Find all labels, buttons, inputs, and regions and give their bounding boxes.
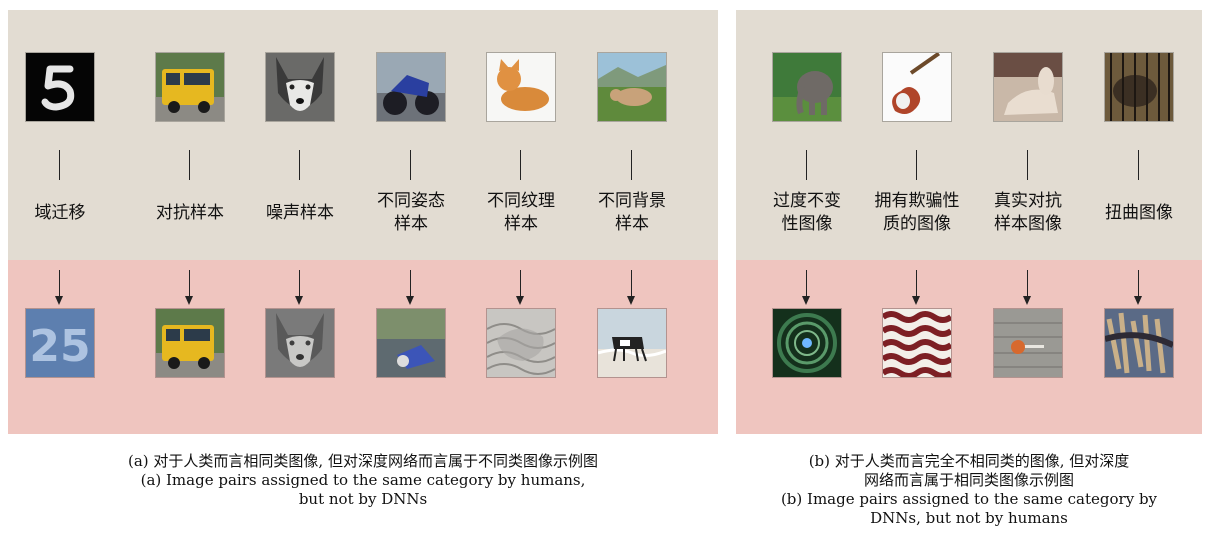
- top-image-digit: [26, 53, 94, 121]
- caption-b-chinese-line2: 网络而言属于相同类图像示例图: [863, 471, 1074, 489]
- arrow-down-icon: [1023, 296, 1031, 305]
- bottom-image-husky-noisy: [266, 309, 334, 377]
- bottom-image-circular-pattern: [773, 309, 841, 377]
- caption-a: (a) 对于人类而言相同类图像, 但对深度网络而言属于不同类图像示例图 (a) …: [8, 452, 718, 509]
- bottom-image-cow-beach: [598, 309, 666, 377]
- top-image-husky: [266, 53, 334, 121]
- top-image-motorcycle: [377, 53, 445, 121]
- connector-line: [410, 150, 411, 180]
- arrow-line: [520, 270, 521, 302]
- column-texture: 不同纹理 样本: [473, 10, 569, 434]
- arrow-line: [916, 270, 917, 302]
- column-natural-adversarial: 真实对抗 样本图像: [980, 10, 1076, 434]
- connector-line: [1027, 150, 1028, 180]
- column-noise: 噪声样本: [252, 10, 348, 434]
- column-pose: 不同姿态 样本: [363, 10, 459, 434]
- bottom-image-bus: [156, 309, 224, 377]
- arrow-line: [299, 270, 300, 302]
- panel-b-human-band: [736, 10, 1202, 260]
- label-natural-adversarial: 真实对抗 样本图像: [994, 191, 1062, 234]
- top-image-blurry-object: [994, 53, 1062, 121]
- caption-b: (b) 对于人类而言完全不相同类的图像, 但对深度 网络而言属于相同类图像示例图…: [736, 452, 1202, 528]
- arrow-line: [1138, 270, 1139, 302]
- connector-line: [1138, 150, 1139, 180]
- top-image-elephant: [773, 53, 841, 121]
- arrow-line: [631, 270, 632, 302]
- top-image-fenced-animal: [1105, 53, 1173, 121]
- arrow-line: [410, 270, 411, 302]
- label-distorted: 扭曲图像: [1105, 203, 1173, 223]
- caption-b-english-line2: DNNs, but not by humans: [870, 509, 1068, 527]
- connector-line: [806, 150, 807, 180]
- arrow-line: [806, 270, 807, 302]
- panel-a: 域迁移 25 对抗样本: [8, 10, 718, 434]
- column-fooling: 拥有欺骗性 质的图像: [869, 10, 965, 434]
- arrow-line: [189, 270, 190, 302]
- arrow-down-icon: [627, 296, 635, 305]
- label-noise: 噪声样本: [266, 203, 334, 223]
- arrow-down-icon: [802, 296, 810, 305]
- connector-line: [520, 150, 521, 180]
- bottom-image-mushroom: [994, 309, 1062, 377]
- svg-text:25: 25: [29, 321, 90, 372]
- bottom-image-wavy-stripes: [883, 309, 951, 377]
- connector-line: [59, 150, 60, 180]
- arrow-down-icon: [516, 296, 524, 305]
- arrow-line: [1027, 270, 1028, 302]
- caption-a-english-line1: (a) Image pairs assigned to the same cat…: [140, 471, 586, 489]
- column-over-invariance: 过度不变 性图像: [759, 10, 855, 434]
- arrow-down-icon: [185, 296, 193, 305]
- bottom-image-house-number: 25: [26, 309, 94, 377]
- label-fooling: 拥有欺骗性 质的图像: [874, 191, 960, 234]
- bottom-image-distorted: [1105, 309, 1173, 377]
- label-texture: 不同纹理 样本: [487, 191, 555, 234]
- panel-a-human-band: [8, 10, 718, 260]
- caption-b-english-line1: (b) Image pairs assigned to the same cat…: [780, 490, 1158, 508]
- arrow-down-icon: [55, 296, 63, 305]
- connector-line: [299, 150, 300, 180]
- caption-a-chinese: (a) 对于人类而言相同类图像, 但对深度网络而言属于不同类图像示例图: [128, 452, 598, 470]
- arrow-down-icon: [912, 296, 920, 305]
- connector-line: [631, 150, 632, 180]
- top-image-bus: [156, 53, 224, 121]
- connector-line: [916, 150, 917, 180]
- column-adversarial: 对抗样本: [142, 10, 238, 434]
- caption-a-english-line2: but not by DNNs: [298, 490, 428, 508]
- arrow-down-icon: [1134, 296, 1142, 305]
- arrow-down-icon: [295, 296, 303, 305]
- panel-b: 过度不变 性图像 拥有欺骗性 质的图像: [736, 10, 1202, 434]
- label-background: 不同背景 样本: [598, 191, 666, 234]
- label-adversarial: 对抗样本: [156, 203, 224, 223]
- caption-b-chinese-line1: (b) 对于人类而言完全不相同类的图像, 但对深度: [808, 452, 1130, 470]
- top-image-cow: [598, 53, 666, 121]
- top-image-guitar: [883, 53, 951, 121]
- label-over-invariance: 过度不变 性图像: [773, 191, 841, 234]
- bottom-image-crashed-motorcycle: [377, 309, 445, 377]
- label-domain-shift: 域迁移: [34, 203, 86, 223]
- column-domain-shift: 域迁移 25: [12, 10, 108, 434]
- connector-line: [189, 150, 190, 180]
- bottom-image-texture-cat: [487, 309, 555, 377]
- arrow-line: [59, 270, 60, 302]
- column-distorted: 扭曲图像: [1091, 10, 1187, 434]
- top-image-cat: [487, 53, 555, 121]
- arrow-down-icon: [406, 296, 414, 305]
- column-background: 不同背景 样本: [584, 10, 680, 434]
- label-pose: 不同姿态 样本: [377, 191, 445, 234]
